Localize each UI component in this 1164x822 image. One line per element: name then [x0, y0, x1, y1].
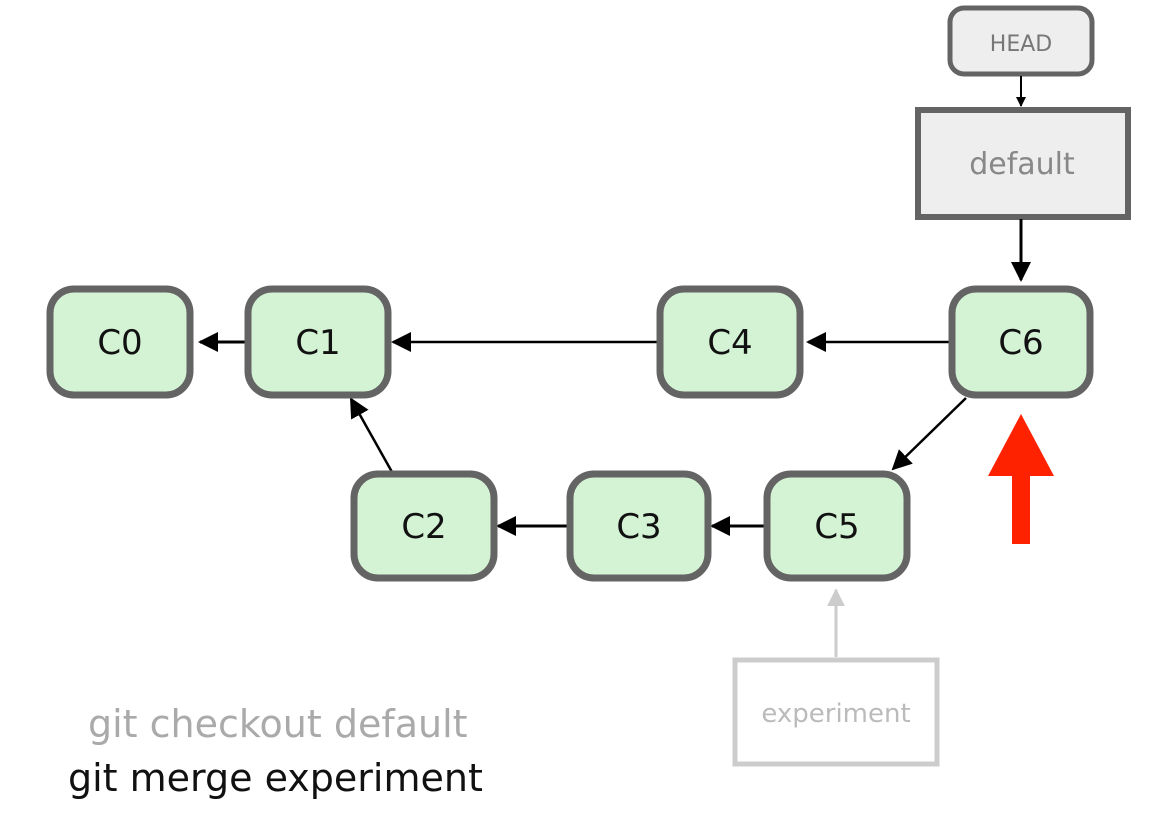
head-ref[interactable]: HEAD — [947, 5, 1095, 77]
default-branch-ref[interactable]: default — [915, 107, 1131, 220]
commit-c1-label: C1 — [295, 323, 340, 363]
experiment-branch-ref[interactable]: experiment — [732, 657, 940, 767]
commit-c2[interactable]: C2 — [350, 470, 498, 582]
experiment-branch-label: experiment — [761, 699, 910, 729]
commit-c0-label: C0 — [97, 323, 142, 363]
commit-c5[interactable]: C5 — [763, 470, 911, 582]
command-checkout: git checkout default — [88, 702, 468, 746]
commit-c5-label: C5 — [814, 507, 859, 547]
head-ref-label: HEAD — [990, 32, 1052, 57]
commit-c6-label: C6 — [998, 323, 1043, 363]
commit-c2-label: C2 — [401, 507, 446, 547]
commit-c4-label: C4 — [707, 323, 752, 363]
c6-to-c5-arrow — [891, 397, 967, 471]
highlight-arrow-icon — [988, 414, 1054, 544]
c2-to-c1-arrow — [349, 397, 394, 473]
commit-c3[interactable]: C3 — [566, 470, 712, 582]
commit-c6[interactable]: C6 — [948, 285, 1094, 399]
commit-c4[interactable]: C4 — [656, 285, 804, 399]
commit-c0[interactable]: C0 — [46, 285, 194, 399]
command-merge: git merge experiment — [68, 756, 483, 800]
commit-c3-label: C3 — [616, 507, 661, 547]
commit-c1[interactable]: C1 — [244, 285, 392, 399]
default-branch-label: default — [969, 147, 1075, 182]
